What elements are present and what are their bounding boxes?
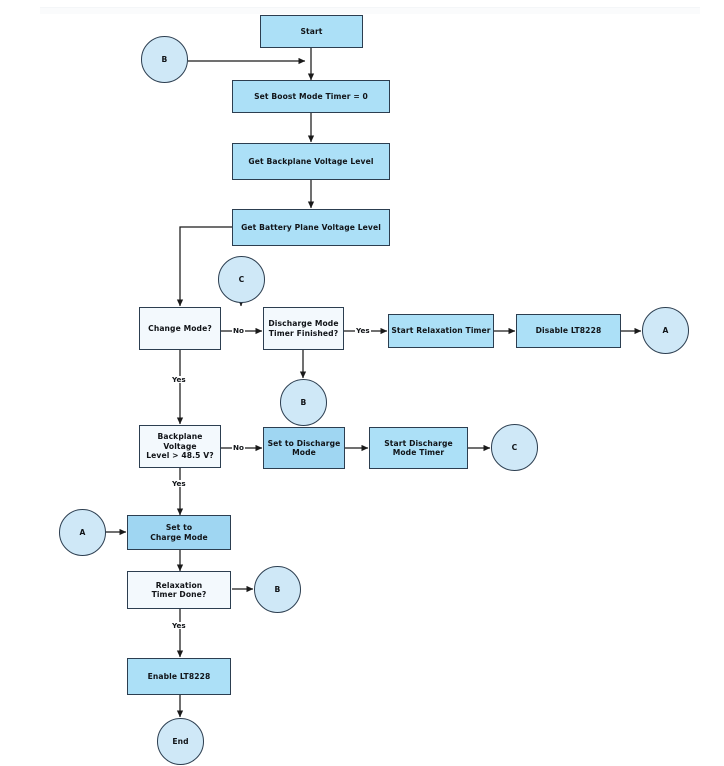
node-change-mode[interactable]: Change Mode? <box>139 307 221 350</box>
node-set-discharge-mode-label: Set to Discharge Mode <box>268 439 341 458</box>
node-connector-b-top-label: B <box>161 54 168 64</box>
node-discharge-timer-finished[interactable]: Discharge Mode Timer Finished? <box>263 307 344 350</box>
edge-label-change-mode-yes: Yes <box>171 375 187 384</box>
node-set-discharge-mode[interactable]: Set to Discharge Mode <box>263 427 345 469</box>
node-enable-lt8228-label: Enable LT8228 <box>147 671 211 681</box>
node-get-battery-plane-voltage-label: Get Battery Plane Voltage Level <box>241 222 381 232</box>
node-disable-lt8228-label: Disable LT8228 <box>535 326 602 336</box>
node-disable-lt8228[interactable]: Disable LT8228 <box>516 314 621 348</box>
node-start-discharge-timer-line2: Mode Timer <box>392 448 445 457</box>
node-get-backplane-voltage[interactable]: Get Backplane Voltage Level <box>232 143 390 180</box>
node-connector-b-mid-label: B <box>300 397 307 407</box>
node-start-relaxation-timer-label: Start Relaxation Timer <box>391 326 491 336</box>
node-connector-a-left-label: A <box>79 527 86 537</box>
node-backplane-threshold-line1: Backplane Voltage <box>157 432 203 451</box>
node-end-label: End <box>172 736 189 746</box>
edge-label-backplane-yes: Yes <box>171 479 187 488</box>
node-connector-c-top-label: C <box>238 274 245 284</box>
canvas-top-band <box>40 7 700 14</box>
node-connector-c-right[interactable]: C <box>491 424 538 471</box>
node-start-discharge-timer[interactable]: Start Discharge Mode Timer <box>369 427 468 469</box>
node-set-boost-mode-timer-label: Set Boost Mode Timer = 0 <box>254 91 368 101</box>
node-set-boost-mode-timer[interactable]: Set Boost Mode Timer = 0 <box>232 80 390 113</box>
node-connector-a-right-label: A <box>662 325 669 335</box>
edge-label-relaxation-yes: Yes <box>171 621 187 630</box>
node-discharge-timer-finished-label: Discharge Mode Timer Finished? <box>268 319 338 338</box>
node-relaxation-timer-done[interactable]: Relaxation Timer Done? <box>127 571 231 609</box>
edge-label-backplane-no: No <box>232 443 245 452</box>
node-get-battery-plane-voltage[interactable]: Get Battery Plane Voltage Level <box>232 209 390 246</box>
node-backplane-threshold[interactable]: Backplane Voltage Level > 48.5 V? <box>139 425 221 468</box>
node-backplane-threshold-label: Backplane Voltage Level > 48.5 V? <box>140 432 220 460</box>
node-backplane-threshold-line2: Level > 48.5 V? <box>146 451 214 461</box>
node-start-discharge-timer-label: Start Discharge Mode Timer <box>384 439 453 458</box>
node-discharge-timer-finished-line2: Timer Finished? <box>268 328 339 338</box>
node-change-mode-label: Change Mode? <box>148 323 212 333</box>
node-relaxation-timer-done-line2: Timer Done? <box>151 590 207 599</box>
node-connector-b-bottom-label: B <box>274 584 281 594</box>
node-connector-b-bottom[interactable]: B <box>254 566 301 613</box>
node-get-backplane-voltage-label: Get Backplane Voltage Level <box>248 156 374 166</box>
node-start-discharge-timer-line1: Start Discharge <box>384 438 453 448</box>
node-discharge-timer-finished-line1: Discharge Mode <box>268 319 339 329</box>
node-set-charge-mode-line1: Set to <box>165 523 193 533</box>
node-set-charge-mode-label: Set to Charge Mode <box>150 523 208 542</box>
edge-label-change-mode-no: No <box>232 326 245 335</box>
node-set-charge-mode-line2: Charge Mode <box>150 532 208 542</box>
node-set-discharge-mode-line2: Mode <box>292 448 316 457</box>
node-enable-lt8228[interactable]: Enable LT8228 <box>127 658 231 695</box>
node-relaxation-timer-done-label: Relaxation Timer Done? <box>152 581 207 600</box>
edge-label-discharge-timer-yes: Yes <box>355 326 371 335</box>
node-end[interactable]: End <box>157 718 204 765</box>
node-connector-a-right[interactable]: A <box>642 307 689 354</box>
node-connector-b-mid[interactable]: B <box>280 379 327 426</box>
node-start[interactable]: Start <box>260 15 363 48</box>
node-relaxation-timer-done-line1: Relaxation <box>155 580 203 590</box>
node-start-relaxation-timer[interactable]: Start Relaxation Timer <box>388 314 494 348</box>
node-set-discharge-mode-line1: Set to Discharge <box>267 438 341 448</box>
node-connector-c-right-label: C <box>511 442 518 452</box>
node-connector-b-top[interactable]: B <box>141 36 188 83</box>
node-connector-c-top[interactable]: C <box>218 256 265 303</box>
node-set-charge-mode[interactable]: Set to Charge Mode <box>127 515 231 550</box>
node-start-label: Start <box>300 26 323 36</box>
node-connector-a-left[interactable]: A <box>59 509 106 556</box>
